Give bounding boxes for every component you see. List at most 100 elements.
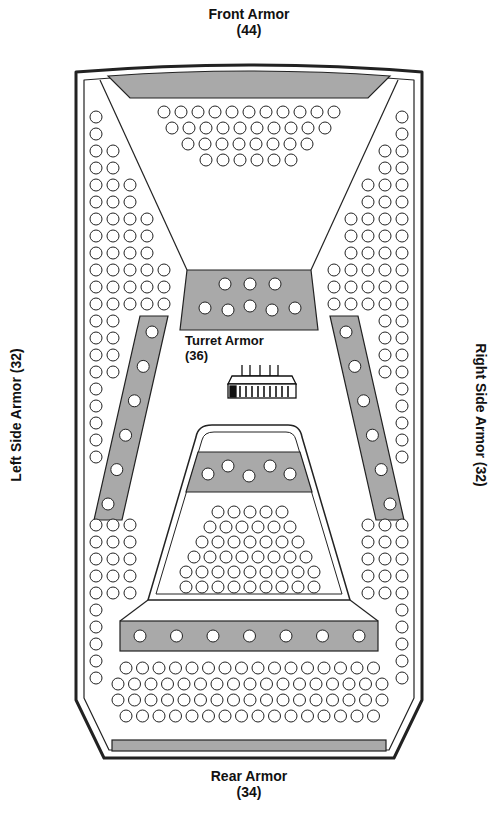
armor-circle bbox=[292, 581, 304, 593]
armor-circle bbox=[379, 162, 391, 174]
armor-circle bbox=[396, 196, 408, 208]
armor-circle bbox=[244, 506, 256, 518]
armor-circle bbox=[335, 710, 347, 722]
armor-circle bbox=[207, 630, 219, 642]
armor-circle bbox=[236, 662, 248, 674]
right-side-band bbox=[330, 316, 404, 520]
armor-circle bbox=[129, 678, 141, 690]
armor-circle bbox=[107, 366, 119, 378]
armor-circle bbox=[379, 366, 391, 378]
armor-circle bbox=[396, 332, 408, 344]
armor-circle bbox=[396, 383, 408, 395]
armor-circle bbox=[360, 678, 372, 690]
turret-band bbox=[186, 452, 312, 492]
armor-circle bbox=[261, 678, 273, 690]
armor-circle bbox=[328, 298, 340, 310]
armor-circle bbox=[244, 630, 256, 642]
armor-circle bbox=[396, 604, 408, 616]
armor-circle bbox=[220, 551, 232, 563]
rear-band bbox=[120, 621, 378, 651]
armor-circle bbox=[90, 587, 102, 599]
armor-circle bbox=[158, 106, 170, 118]
armor-circle bbox=[219, 662, 231, 674]
armor-circle bbox=[180, 581, 192, 593]
armor-circle bbox=[243, 106, 255, 118]
armor-circle bbox=[280, 630, 292, 642]
armor-circle bbox=[244, 300, 256, 312]
armor-circle bbox=[236, 521, 248, 533]
armor-circle bbox=[199, 302, 211, 314]
armor-circle bbox=[175, 106, 187, 118]
armor-circle bbox=[195, 678, 207, 690]
armor-circle bbox=[90, 417, 102, 429]
armor-circle bbox=[233, 138, 245, 150]
armor-circle bbox=[120, 662, 132, 674]
armor-circle bbox=[379, 145, 391, 157]
armor-circle bbox=[396, 366, 408, 378]
armor-circle bbox=[379, 264, 391, 276]
armor-circle bbox=[200, 122, 212, 134]
armor-circle bbox=[90, 553, 102, 565]
armor-circle bbox=[107, 162, 119, 174]
armor-circle bbox=[90, 213, 102, 225]
armor-circle bbox=[260, 106, 272, 118]
armor-circle bbox=[396, 553, 408, 565]
armor-circle bbox=[170, 710, 182, 722]
armor-circle bbox=[376, 694, 388, 706]
armor-circle bbox=[349, 360, 361, 372]
armor-circle bbox=[362, 281, 374, 293]
armor-circle bbox=[90, 519, 102, 531]
armor-circle bbox=[228, 536, 240, 548]
armor-circle bbox=[327, 678, 339, 690]
armor-circle bbox=[396, 111, 408, 123]
armor-circle bbox=[212, 581, 224, 593]
armor-circle bbox=[162, 694, 174, 706]
rear-armor-label: Rear Armor (34) bbox=[199, 768, 299, 800]
armor-circle bbox=[379, 519, 391, 531]
armor-circle bbox=[217, 122, 229, 134]
armor-circle bbox=[137, 360, 149, 372]
armor-circle bbox=[284, 521, 296, 533]
armor-circle bbox=[183, 122, 195, 134]
armor-circle bbox=[396, 162, 408, 174]
armor-circle bbox=[141, 213, 153, 225]
armor-circle bbox=[124, 298, 136, 310]
armor-circle bbox=[204, 521, 216, 533]
armor-circle bbox=[202, 468, 214, 480]
armor-circle bbox=[360, 694, 372, 706]
armor-circle bbox=[375, 464, 387, 476]
armor-circle bbox=[107, 179, 119, 191]
armor-circle bbox=[285, 154, 297, 166]
armor-circle bbox=[90, 145, 102, 157]
armor-circle bbox=[124, 247, 136, 259]
armor-circle bbox=[128, 395, 140, 407]
armor-circle bbox=[268, 154, 280, 166]
armor-circle bbox=[396, 587, 408, 599]
armor-circle bbox=[141, 230, 153, 242]
armor-circle bbox=[345, 264, 357, 276]
armor-circle bbox=[178, 694, 190, 706]
armor-circle bbox=[362, 587, 374, 599]
armor-circle bbox=[396, 230, 408, 242]
armor-circle bbox=[90, 672, 102, 684]
turret-armor-label: Turret Armor (36) bbox=[183, 333, 287, 365]
armor-circle bbox=[158, 264, 170, 276]
armor-circle bbox=[219, 278, 231, 290]
armor-circle bbox=[137, 662, 149, 674]
armor-circle bbox=[200, 154, 212, 166]
armor-circle bbox=[268, 551, 280, 563]
armor-circle bbox=[145, 678, 157, 690]
armor-circle bbox=[328, 106, 340, 118]
armor-circle bbox=[379, 536, 391, 548]
armor-circle bbox=[228, 678, 240, 690]
armor-circle bbox=[188, 551, 200, 563]
armor-circle bbox=[317, 630, 329, 642]
armor-circle bbox=[222, 304, 234, 316]
armor-circle bbox=[362, 264, 374, 276]
armor-circle bbox=[141, 264, 153, 276]
armor-circle bbox=[146, 326, 158, 338]
armor-circle bbox=[124, 519, 136, 531]
armor-circle bbox=[178, 678, 190, 690]
armor-circle bbox=[284, 468, 296, 480]
armor-circle bbox=[276, 566, 288, 578]
